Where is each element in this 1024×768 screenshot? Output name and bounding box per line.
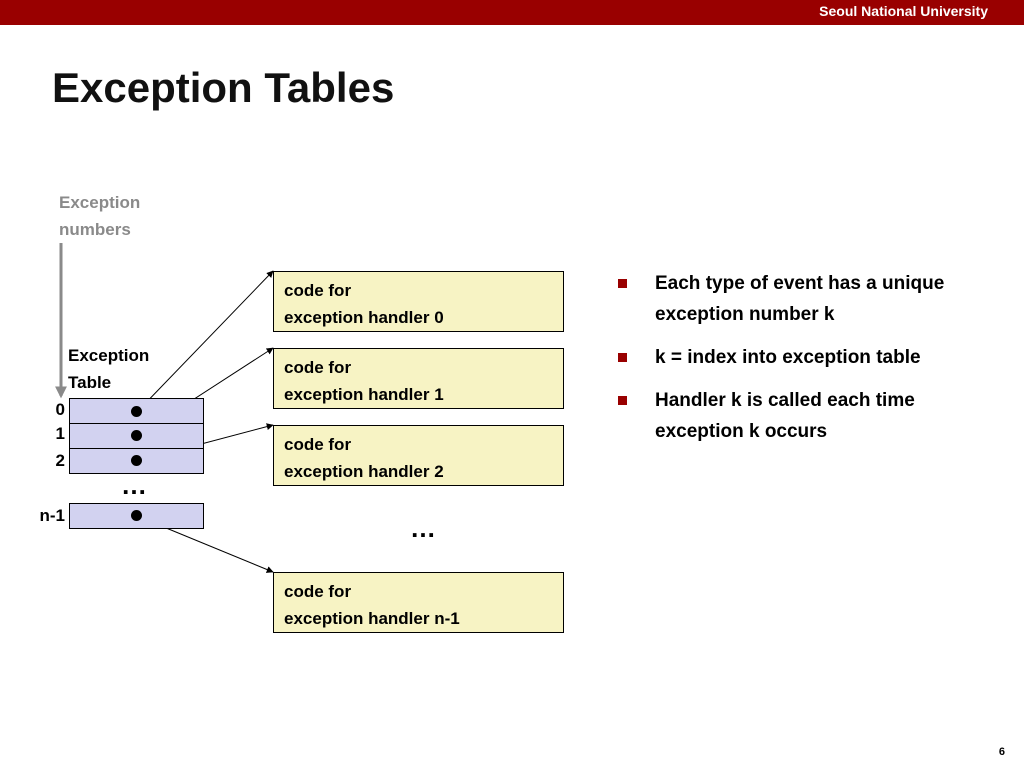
handler-line1: code for — [284, 358, 352, 377]
index-label-2: 2 — [55, 451, 65, 470]
handler-line2: exception handler n-1 — [284, 609, 460, 628]
pointer-0 — [136, 270, 274, 413]
handler-line1: code for — [284, 281, 352, 300]
handler-line1: code for — [284, 435, 352, 454]
index-label-1: 1 — [55, 424, 65, 443]
handlers-ellipsis: … — [410, 513, 436, 543]
pointer-dot-n-1 — [131, 510, 142, 521]
slide-title: Exception Tables — [52, 64, 395, 111]
handler-box-2: code for exception handler 2 — [273, 425, 564, 486]
index-label-0: 0 — [55, 400, 65, 419]
bullet-item: k = index into exception table — [618, 342, 998, 373]
page-number: 6 — [998, 746, 1005, 758]
bullet-text: k = index into exception table — [655, 347, 921, 368]
bullet-text: Handler k is called each time exception … — [655, 390, 915, 442]
handler-box-n-1: code for exception handler n-1 — [273, 572, 564, 633]
bullet-list: Each type of event has a unique exceptio… — [618, 268, 998, 459]
handler-line2: exception handler 2 — [284, 462, 444, 481]
exception-table-label: Exception Table — [68, 346, 150, 392]
square-bullet-icon — [618, 353, 627, 362]
pointer-dot-0 — [131, 406, 142, 417]
pointer-dot-1 — [131, 430, 142, 441]
bullet-text: Each type of event has a unique exceptio… — [655, 273, 945, 325]
bullet-item: Each type of event has a unique exceptio… — [618, 268, 998, 330]
table-ellipsis: … — [121, 470, 147, 500]
square-bullet-icon — [618, 396, 627, 405]
institution-name: Seoul National University — [819, 3, 988, 19]
index-label-n-1: n-1 — [39, 506, 66, 525]
header-bar: Seoul National University — [0, 0, 1024, 25]
handler-box-1: code for exception handler 1 — [273, 348, 564, 409]
square-bullet-icon — [618, 279, 627, 288]
handler-line1: code for — [284, 582, 352, 601]
pointer-dot-2 — [131, 455, 142, 466]
handler-line2: exception handler 0 — [284, 308, 444, 327]
bullet-item: Handler k is called each time exception … — [618, 385, 998, 447]
handler-box-0: code for exception handler 0 — [273, 271, 564, 332]
handler-line2: exception handler 1 — [284, 385, 444, 404]
exception-numbers-label: Exception numbers — [59, 193, 141, 239]
